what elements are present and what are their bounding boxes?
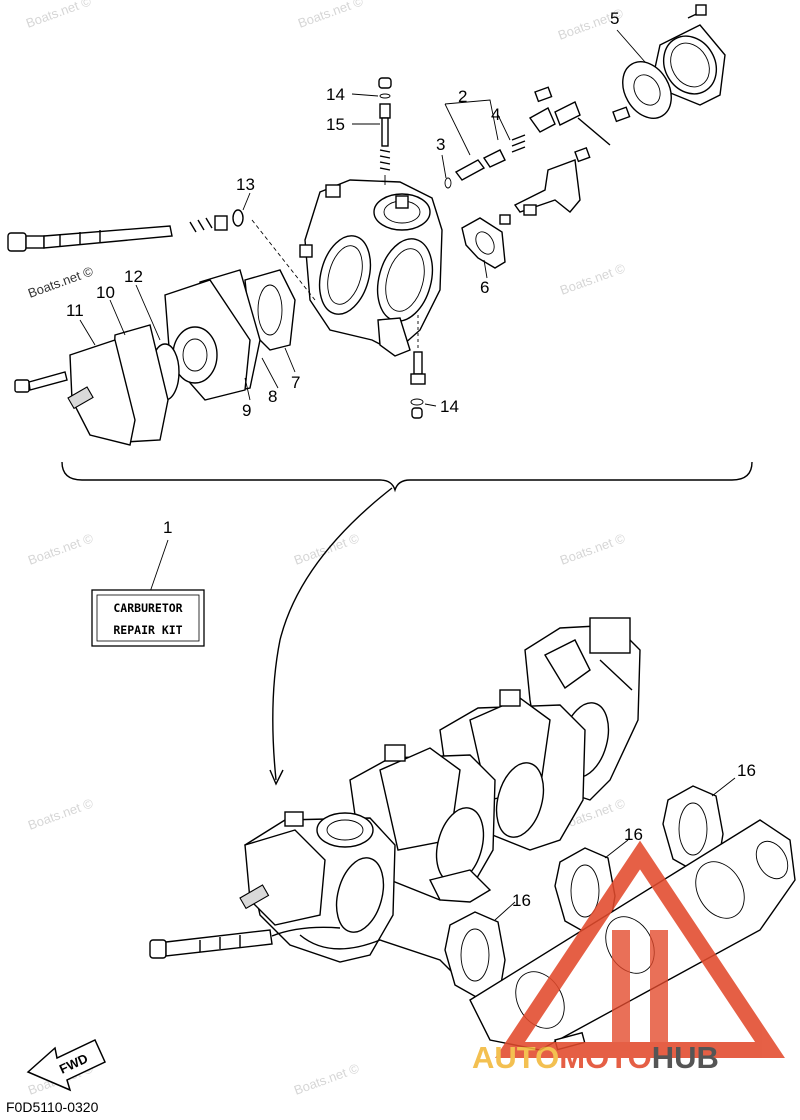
callout-14: 14: [440, 397, 459, 416]
watermark: Boats.net ©: [26, 263, 96, 301]
callout-numbers-top: 5 14 15 2 4 3 13 6 12 10 11 7 8 9 14: [66, 9, 619, 420]
brand-text-auto: AUTO: [472, 1040, 559, 1075]
callout-3: 3: [436, 135, 445, 154]
callout-4: 4: [491, 105, 500, 124]
callout-6: 6: [480, 278, 489, 297]
carburetor-assembly-view: [149, 617, 641, 991]
kit-label-line2: REPAIR KIT: [113, 623, 182, 637]
callout-16: 16: [512, 891, 531, 910]
callout-8: 8: [268, 387, 277, 406]
watermark: Boats.net ©: [292, 1060, 362, 1098]
callout-16: 16: [624, 825, 643, 844]
callout-14: 14: [326, 85, 345, 104]
carburetor-exploded-view: 5 14 15 2 4 3 13 6 12 10 11 7 8 9 14: [7, 4, 726, 446]
part-6-gasket: [461, 159, 581, 269]
part-14-lower-jet: [410, 315, 426, 419]
callout-10: 10: [96, 283, 115, 302]
callout-13: 13: [236, 175, 255, 194]
carburetor-front: [239, 811, 396, 963]
watermark: Boats.net ©: [24, 0, 94, 31]
part-2-needle-assembly: [444, 86, 631, 189]
brand-text-moto: MOTO: [559, 1040, 651, 1075]
watermark: Boats.net ©: [26, 795, 96, 833]
callout-11: 11: [66, 301, 84, 320]
linkage-line: [299, 934, 471, 991]
callout-2: 2: [458, 87, 467, 106]
watermark: Boats.net ©: [558, 530, 628, 568]
carburetor-repair-kit-label: 1 CARBURETOR REPAIR KIT: [91, 518, 205, 647]
brand-text-hub: HUB: [652, 1040, 719, 1075]
kit-label-line1: CARBURETOR: [113, 601, 182, 615]
watermark: Boats.net ©: [558, 260, 628, 298]
carburetor-body: [299, 179, 443, 357]
callout-1: 1: [163, 518, 172, 537]
kit-brace: [61, 461, 753, 786]
automotohub-logo: AUTOMOTOHUB: [472, 840, 785, 1075]
svg-text:AUTOMOTOHUB: AUTOMOTOHUB: [472, 1040, 719, 1075]
callout-15: 15: [326, 115, 345, 134]
callout-9: 9: [242, 401, 251, 420]
fwd-direction-arrow: FWD: [26, 1038, 106, 1092]
leader-lines: [79, 29, 646, 407]
watermark: Boats.net ©: [26, 530, 96, 568]
fwd-arrow-icon: [26, 1038, 106, 1092]
callout-12: 12: [124, 267, 143, 286]
idle-adjust-screw-assembled: [149, 926, 341, 959]
watermark: Boats.net ©: [296, 0, 366, 31]
callout-16: 16: [737, 761, 756, 780]
callout-5: 5: [610, 9, 619, 28]
warning-triangle-icon: [495, 840, 785, 1058]
part-13-idle-screw: [7, 209, 316, 301]
callout-7: 7: [291, 373, 300, 392]
part-5-diaphragm-cover: [622, 4, 726, 119]
fuel-pump-stack: [14, 269, 296, 446]
drawing-code: F0D5110-0320: [6, 1099, 99, 1115]
part-15-main-jet: [378, 77, 392, 185]
watermark: Boats.net ©: [292, 530, 362, 568]
